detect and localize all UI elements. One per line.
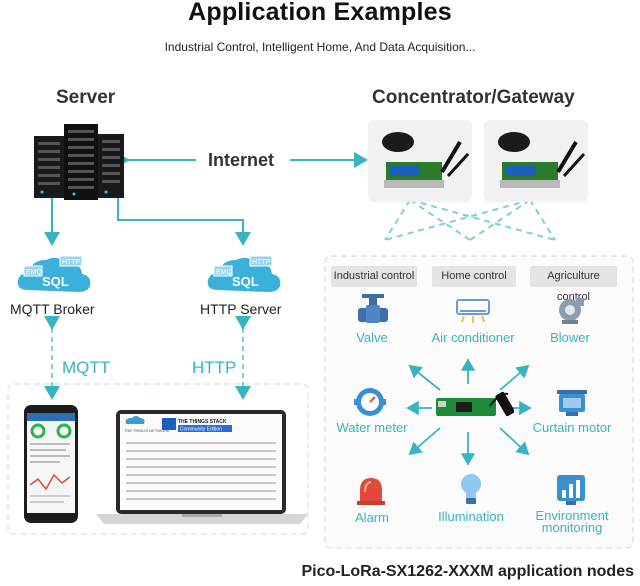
tab-industrial-control: Industrial control xyxy=(331,266,417,287)
node-label-blower: Blower xyxy=(550,330,590,345)
node-label-valve: Valve xyxy=(356,330,388,345)
ttn-logo-text: THE THINGS NETWORK xyxy=(124,428,170,433)
node-label-alarm: Alarm xyxy=(355,510,389,525)
page-subtitle: Industrial Control, Intelligent Home, An… xyxy=(164,40,476,54)
http-server-label: HTTP Server xyxy=(200,301,282,317)
gateway-device-icon xyxy=(484,120,588,202)
water-meter-icon xyxy=(354,388,386,416)
node-label-air-conditioner: Air conditioner xyxy=(431,330,515,345)
air-conditioner-icon xyxy=(456,299,490,323)
server-heading: Server xyxy=(56,87,116,108)
tab-home-control: Home control xyxy=(432,266,516,287)
alarm-icon xyxy=(357,478,385,505)
valve-icon xyxy=(358,294,388,323)
node-label-curtain-motor: Curtain motor xyxy=(532,420,612,435)
server-rack-icon xyxy=(34,124,124,200)
gateway-heading: Concentrator/Gateway xyxy=(372,87,575,108)
node-label-water-meter: Water meter xyxy=(336,420,408,435)
cloud-emq-text: EMQ xyxy=(26,269,43,276)
mqtt-cloud-icon: EMQ HTTP SQL xyxy=(17,255,91,292)
tab-agriculture-control: Agriculture control xyxy=(530,266,617,303)
http-cloud-icon: EMQ HTTP SQL xyxy=(207,255,281,292)
illumination-bulb-icon xyxy=(461,474,481,504)
cloud-emq-text: EMQ xyxy=(216,269,233,276)
laptop-icon: THE THINGS NETWORK THE THINGS STACK Comm… xyxy=(96,410,308,524)
lora-node-board-icon xyxy=(436,391,514,417)
mqtt-broker-label: MQTT Broker xyxy=(10,301,95,317)
curtain-motor-icon xyxy=(557,390,587,416)
gateway-device-icon xyxy=(368,120,472,202)
tts-brand-line2: Community Edition xyxy=(180,427,222,433)
cloud-sql-text: SQL xyxy=(232,274,259,289)
environment-monitoring-icon xyxy=(557,475,585,505)
internet-label: Internet xyxy=(208,150,275,170)
page-title: Application Examples xyxy=(188,0,452,26)
tts-brand-line1: THE THINGS STACK xyxy=(178,419,227,425)
footer-caption: Pico-LoRa-SX1262-XXXM application nodes xyxy=(301,563,634,580)
http-protocol-label: HTTP xyxy=(192,358,237,377)
cloud-http-text: HTTP xyxy=(62,259,81,266)
environment-line1: Environment xyxy=(535,508,609,523)
environment-line2: monitoring xyxy=(541,520,603,535)
cloud-sql-text: SQL xyxy=(42,274,69,289)
node-label-environment-monitoring: Environment monitoring xyxy=(524,508,620,535)
smartphone-icon xyxy=(24,405,78,523)
node-label-illumination: Illumination xyxy=(438,509,504,524)
cloud-http-text: HTTP xyxy=(252,259,271,266)
blower-icon xyxy=(559,298,584,324)
mqtt-protocol-label: MQTT xyxy=(62,358,111,377)
